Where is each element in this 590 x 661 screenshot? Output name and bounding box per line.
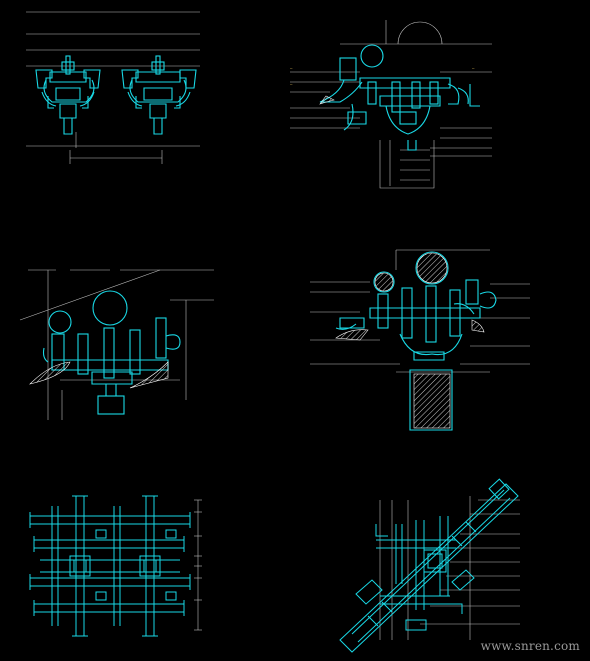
svg-text:—: —: [472, 66, 475, 71]
svg-text:—: —: [290, 66, 293, 71]
svg-text:—: —: [290, 82, 293, 87]
cross-section-right: [310, 249, 530, 431]
plan-grid: [29, 495, 202, 637]
cross-section-left: [19, 269, 214, 420]
front-elevation-pair: [26, 11, 200, 164]
diagonal-plan: [339, 478, 520, 653]
side-section-with-callouts: — — —: [290, 20, 492, 189]
watermark: www.snren.com: [480, 639, 580, 653]
